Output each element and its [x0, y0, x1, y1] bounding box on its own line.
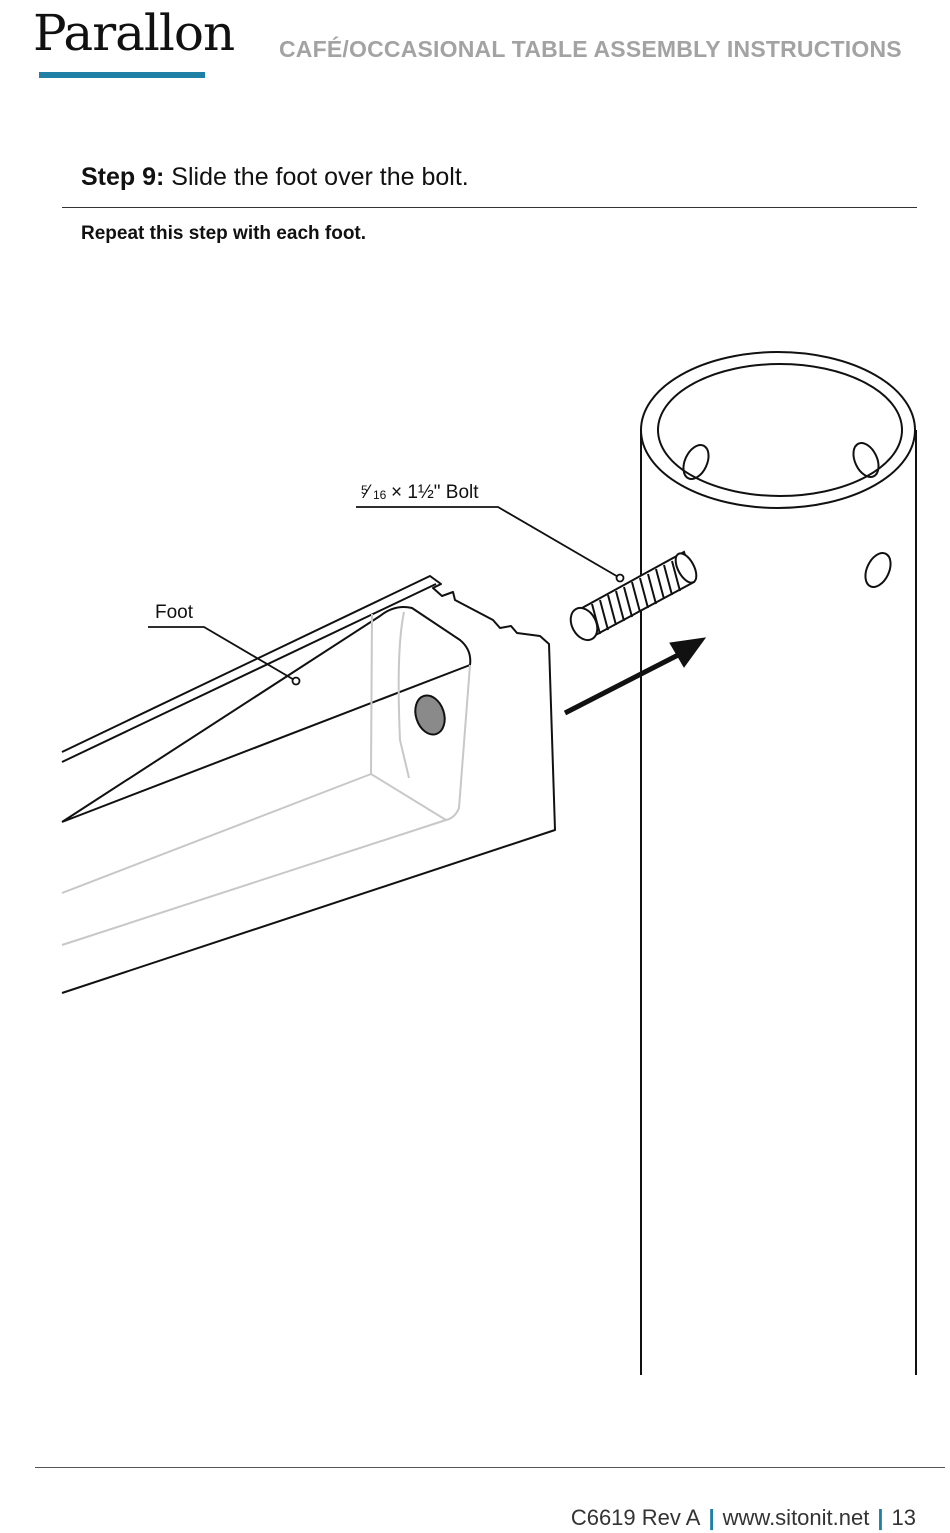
callout-leaders	[148, 506, 625, 686]
bolt-fraction-slash: ⁄	[362, 482, 372, 503]
brand-underline	[39, 72, 205, 78]
foot	[61, 575, 556, 994]
bolt-callout-label: × 1½" Bolt	[391, 482, 479, 503]
document-code: C6619 Rev A	[570, 1505, 701, 1530]
footer-separator: |	[877, 1505, 884, 1530]
website-link[interactable]: www.sitonit.net	[722, 1505, 870, 1530]
page-number: 13	[891, 1505, 916, 1530]
step-note: Repeat this step with each foot.	[81, 223, 367, 244]
bolt	[569, 550, 698, 642]
foot-callout-label: Foot	[155, 602, 194, 623]
footer: C6619 Rev A | www.sitonit.net | 13	[571, 1505, 916, 1531]
step-label: Step 9:	[81, 163, 165, 191]
table-column	[640, 351, 917, 1375]
brand-logo: Parallon	[33, 4, 235, 62]
bolt-fraction-denominator: 16	[373, 488, 387, 502]
document-title: CAFÉ/OCCASIONAL TABLE ASSEMBLY INSTRUCTI…	[279, 36, 902, 62]
footer-divider	[35, 1467, 945, 1468]
step-divider	[62, 207, 917, 208]
direction-arrow	[563, 637, 707, 716]
bolt-fraction-numerator: 5	[361, 483, 368, 497]
footer-separator: |	[708, 1505, 715, 1530]
step-heading: Step 9: Slide the foot over the bolt.	[81, 163, 469, 192]
step-text: Slide the foot over the bolt.	[164, 163, 469, 191]
